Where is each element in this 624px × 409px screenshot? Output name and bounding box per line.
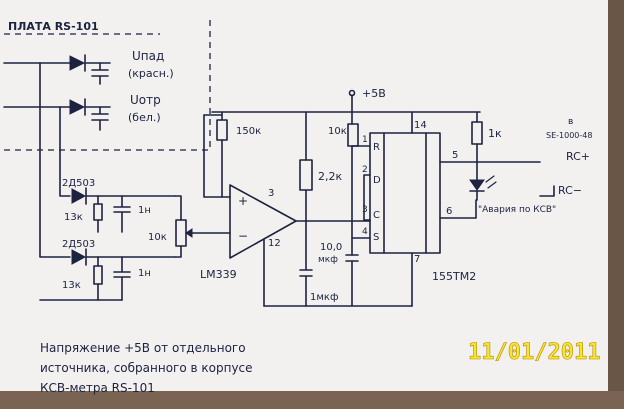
comp-plus: + (238, 194, 248, 208)
led-note: "Авария по КСВ" (478, 205, 556, 215)
c1u-label: 1мкф (310, 292, 339, 303)
uotr-diode-icon (69, 99, 86, 115)
comp-minus: − (238, 229, 248, 243)
chip-s: S (373, 232, 379, 243)
c1h-1-icon (113, 195, 131, 233)
c1h-2-label: 1н (138, 268, 151, 279)
chip-pin6: 6 (446, 206, 452, 217)
c10u-icon (345, 254, 359, 307)
chip-d: D (373, 175, 381, 186)
r1k-label: 1к (488, 127, 502, 140)
dest-b: в (568, 117, 573, 127)
det1-diode-icon (71, 188, 87, 204)
ground-bus (39, 299, 413, 307)
note-line-1: Напряжение +5В от отдельного (40, 341, 246, 355)
chip-pin3: 3 (362, 205, 368, 215)
comparator-icon (229, 184, 297, 259)
rail-verticals (39, 62, 71, 258)
rc-minus-wire (539, 185, 555, 197)
chip-pin1: 1 (362, 135, 368, 145)
supply-label: +5В (362, 87, 386, 100)
pot-10k-label: 10к (148, 232, 167, 243)
chip-pin5: 5 (452, 150, 458, 161)
diode1-label: 2Д503 (62, 178, 95, 189)
upad-color-label: (красн.) (128, 67, 174, 80)
led-icon (469, 179, 485, 191)
chip-r: R (373, 142, 380, 153)
r150k-label: 150к (236, 126, 261, 137)
chip-pin7: 7 (414, 254, 420, 265)
date-stamp: 11/01/2011 (468, 340, 600, 365)
c10u-unit: мкф (318, 255, 338, 265)
diode2-label: 2Д503 (62, 239, 95, 250)
board-title: ПЛАТА RS-101 (8, 20, 99, 33)
uotr-cap-icon (91, 106, 109, 131)
r13k-2-label: 13к (62, 280, 81, 291)
supply-rail (211, 94, 481, 113)
note-line-3: КСВ-метра RS-101 (40, 381, 155, 395)
chip-c: C (373, 210, 380, 221)
c1h-1-label: 1н (138, 205, 151, 216)
r13k-1-label: 13к (64, 212, 83, 223)
chip-pin2: 2 (362, 165, 368, 175)
dest-se: SE-1000-48 (546, 131, 592, 140)
c1h-2-icon (113, 256, 131, 301)
r22k-icon (299, 159, 313, 191)
board-boundary (4, 20, 211, 151)
upad-cap-icon (91, 62, 109, 85)
r22k-label: 2,2к (318, 170, 342, 183)
chip-155tm2 (369, 132, 441, 254)
chip-label: 155ТМ2 (432, 270, 476, 283)
det2-diode-icon (71, 249, 87, 265)
chip-pin14: 14 (414, 120, 427, 131)
input-wires (3, 62, 61, 108)
r150k-icon (216, 119, 228, 141)
note-line-2: источника, собранного в корпусе (40, 361, 253, 375)
rc-plus-label: RC+ (566, 150, 590, 163)
uotr-label: Uотр (130, 93, 161, 107)
r22k-c1u-chain (299, 111, 313, 307)
upad-diode-icon (69, 55, 86, 71)
upad-label: Uпад (132, 49, 164, 63)
c10u-label: 10,0 (320, 242, 342, 253)
chip-pin4: 4 (362, 227, 368, 237)
comparator-label: LM339 (200, 268, 237, 281)
rc-minus-label: RC− (558, 184, 582, 197)
comp-pin12: 12 (268, 238, 281, 249)
uotr-color-label: (бел.) (128, 111, 161, 124)
comp-pin3: 3 (268, 188, 274, 199)
r10k-top-label: 10к (328, 126, 347, 137)
